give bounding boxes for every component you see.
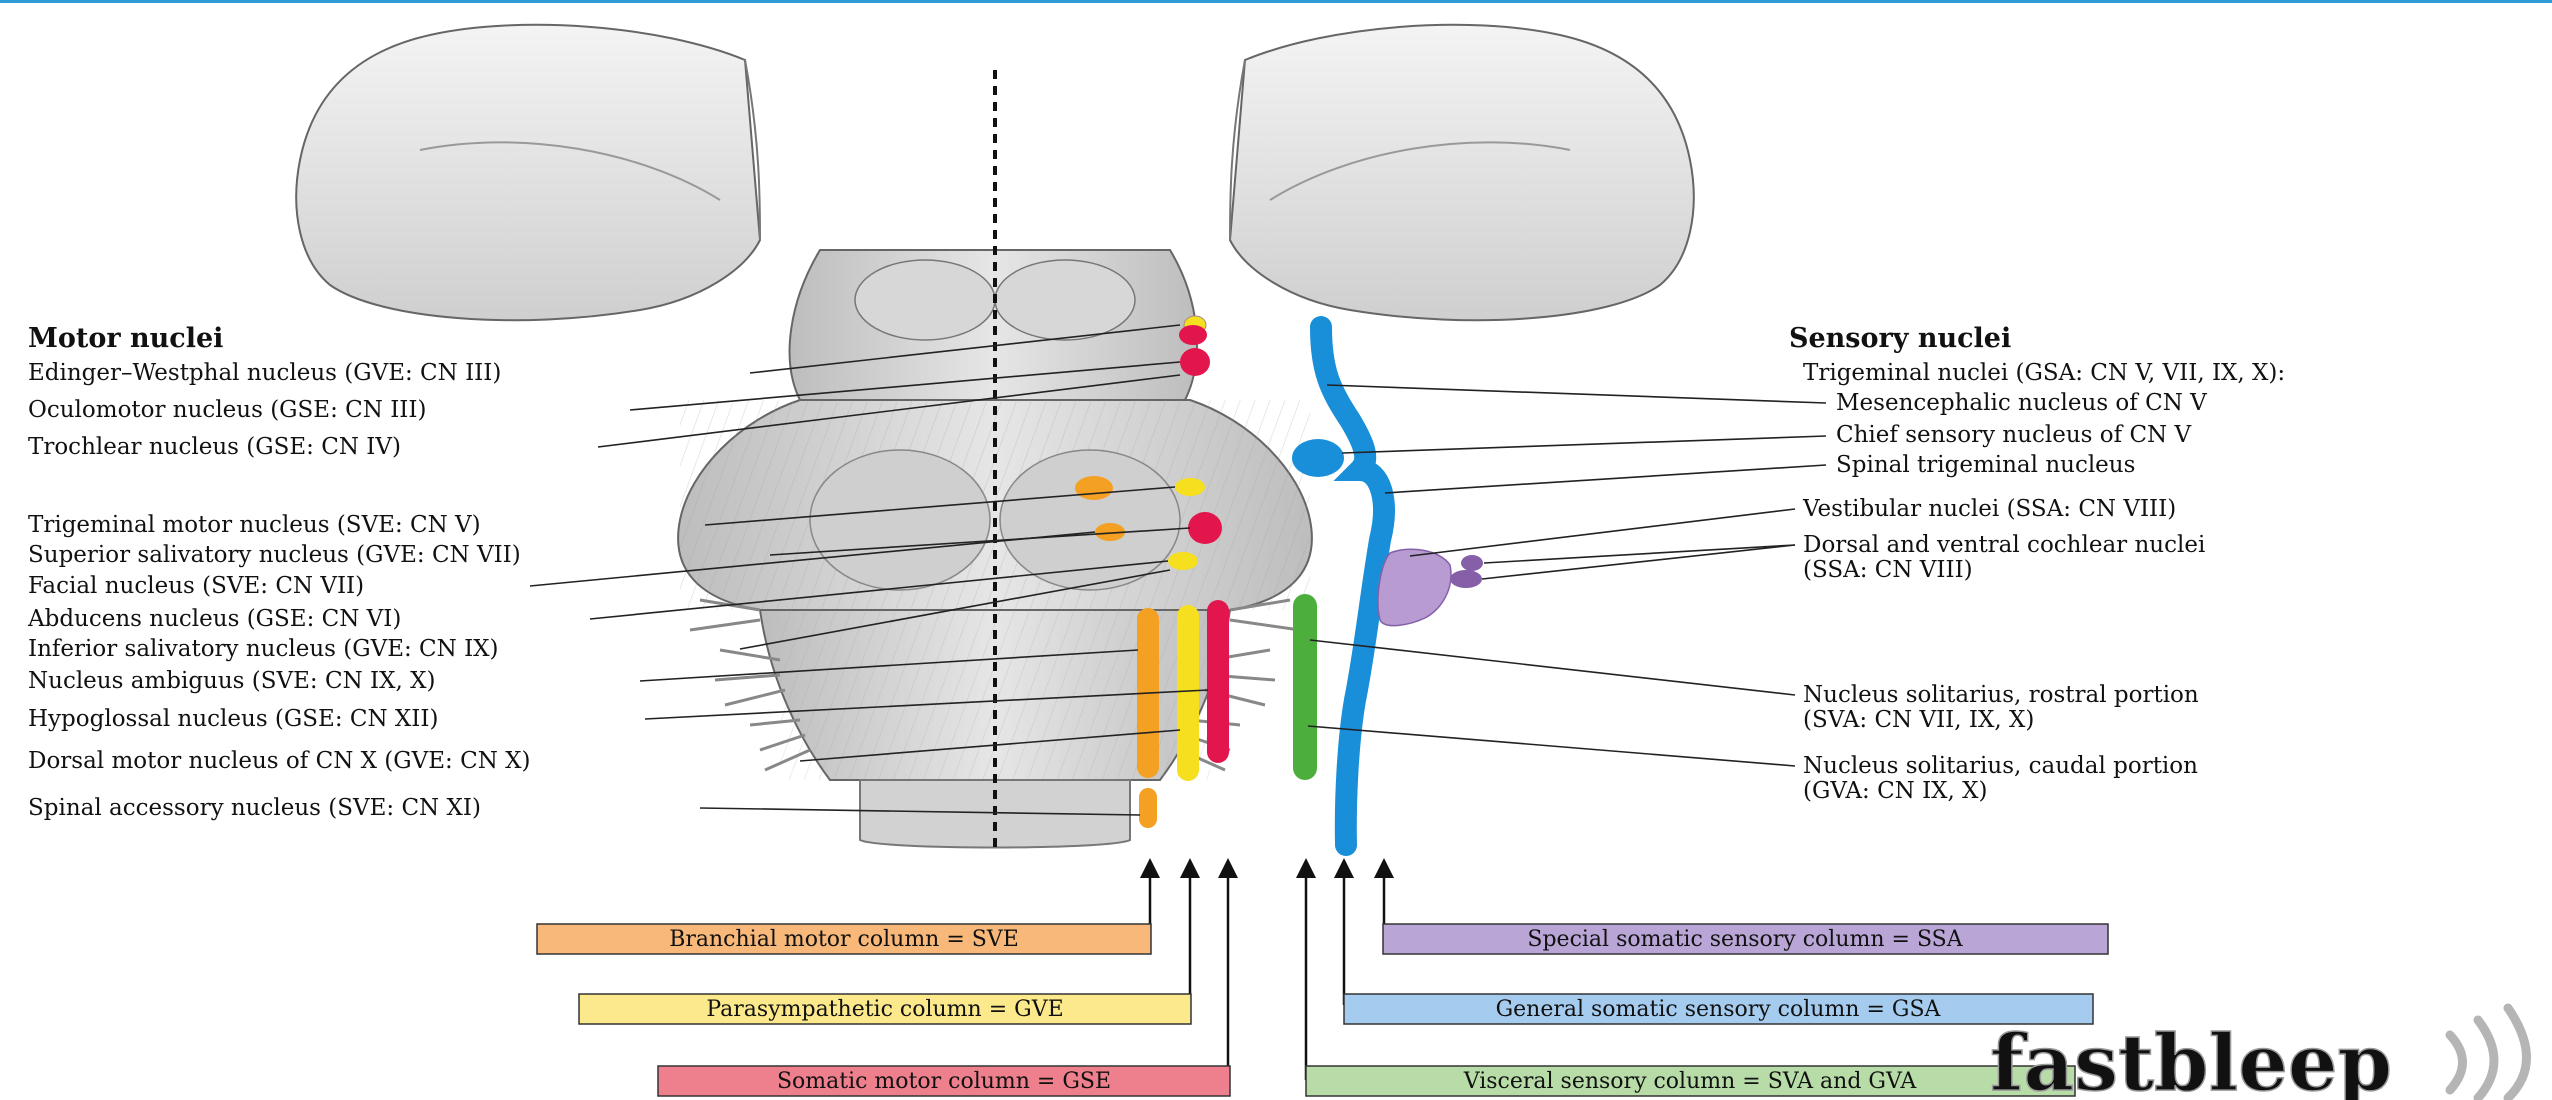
trigeminal-motor-nucleus-shape bbox=[1075, 476, 1113, 500]
chief-sensory-nucleus-shape bbox=[1292, 439, 1344, 477]
superior-salivatory-nucleus-shape bbox=[1175, 478, 1205, 496]
brainstem-illustration bbox=[296, 25, 1694, 850]
abducens-label: Abducens nucleus (GSE: CN VI) bbox=[27, 606, 401, 632]
vestibular-nuclei-shape bbox=[1378, 549, 1451, 625]
inferior-salivatory-label: Inferior salivatory nucleus (GVE: CN IX) bbox=[28, 636, 499, 662]
cochlear-nuclei-shape-ventral bbox=[1450, 570, 1482, 588]
dorsal-motor-label: Dorsal motor nucleus of CN X (GVE: CN X) bbox=[28, 748, 531, 774]
solitarius-rostral-label-cont: (SVA: CN VII, IX, X) bbox=[1803, 707, 2034, 733]
cochlear-nuclei-label: Dorsal and ventral cochlear nuclei bbox=[1803, 532, 2205, 558]
parasympathetic-box-label: Parasympathetic column = GVE bbox=[706, 997, 1063, 1022]
nucleus-ambiguus-label: Nucleus ambiguus (SVE: CN IX, X) bbox=[28, 668, 435, 694]
hypoglossal-nucleus-column bbox=[1207, 600, 1229, 763]
superior-salivatory-label: Superior salivatory nucleus (GVE: CN VII… bbox=[28, 542, 521, 568]
solitarius-rostral-label: Nucleus solitarius, rostral portion bbox=[1803, 682, 2199, 708]
dorsal-motor-nucleus-column bbox=[1177, 605, 1199, 781]
chief-sensory-nucleus-label: Chief sensory nucleus of CN V bbox=[1836, 422, 2191, 448]
oculomotor-nucleus-shape-upper bbox=[1179, 325, 1207, 345]
branchial-motor-box: Branchial motor column = SVE bbox=[537, 924, 1151, 954]
column-key-boxes: Branchial motor column = SVE Parasympath… bbox=[537, 924, 2108, 1096]
cochlear-nuclei-label-cont: (SSA: CN VIII) bbox=[1803, 557, 1973, 583]
oculomotor-nucleus-shape bbox=[1180, 348, 1210, 376]
visceral-sensory-box: Visceral sensory column = SVA and GVA bbox=[1306, 1066, 2075, 1096]
solitarius-caudal-label-cont: (GVA: CN IX, X) bbox=[1803, 778, 1988, 804]
spinal-accessory-nucleus-column bbox=[1139, 788, 1157, 828]
motor-nuclei-labels: Motor nuclei Edinger–Westphal nucleus (G… bbox=[27, 323, 531, 821]
right-hemisphere bbox=[1230, 25, 1694, 320]
special-somatic-sensory-box-label: Special somatic sensory column = SSA bbox=[1527, 927, 1963, 952]
sensory-nuclei-heading: Sensory nuclei bbox=[1789, 323, 2011, 354]
solitarius-caudal-label: Nucleus solitarius, caudal portion bbox=[1803, 753, 2198, 779]
abducens-nucleus-shape bbox=[1188, 512, 1222, 544]
visceral-sensory-column-shape bbox=[1293, 594, 1317, 780]
somatic-motor-box: Somatic motor column = GSE bbox=[658, 1066, 1230, 1096]
signal-waves-icon bbox=[2450, 1008, 2527, 1098]
branchial-motor-box-label: Branchial motor column = SVE bbox=[669, 927, 1019, 952]
fastbleep-watermark: fastbleep bbox=[1990, 1008, 2527, 1100]
edinger-westphal-label: Edinger–Westphal nucleus (GVE: CN III) bbox=[28, 360, 501, 386]
oculomotor-label: Oculomotor nucleus (GSE: CN III) bbox=[28, 397, 426, 423]
special-somatic-sensory-box: Special somatic sensory column = SSA bbox=[1383, 924, 2108, 954]
general-somatic-sensory-box-label: General somatic sensory column = GSA bbox=[1496, 997, 1942, 1022]
hypoglossal-label: Hypoglossal nucleus (GSE: CN XII) bbox=[28, 706, 438, 732]
trigeminal-nuclei-label: Trigeminal nuclei (GSA: CN V, VII, IX, X… bbox=[1803, 360, 2285, 386]
visceral-sensory-box-label: Visceral sensory column = SVA and GVA bbox=[1463, 1069, 1918, 1094]
sensory-nuclei-shapes bbox=[1292, 327, 1483, 845]
parasympathetic-box: Parasympathetic column = GVE bbox=[579, 994, 1191, 1024]
facial-nucleus-label: Facial nucleus (SVE: CN VII) bbox=[28, 573, 364, 599]
general-somatic-sensory-box: General somatic sensory column = GSA bbox=[1344, 994, 2093, 1024]
trigeminal-motor-label: Trigeminal motor nucleus (SVE: CN V) bbox=[28, 512, 481, 538]
inferior-salivatory-nucleus-shape bbox=[1168, 552, 1198, 570]
left-hemisphere bbox=[296, 25, 760, 320]
trigeminal-nuclei-shape bbox=[1321, 327, 1384, 845]
svg-text:fastbleep: fastbleep bbox=[1990, 1018, 2392, 1100]
column-arrows bbox=[1136, 868, 1398, 1080]
motor-nuclei-heading: Motor nuclei bbox=[28, 323, 223, 354]
spinal-accessory-label: Spinal accessory nucleus (SVE: CN XI) bbox=[28, 795, 481, 821]
somatic-motor-box-label: Somatic motor column = GSE bbox=[777, 1069, 1111, 1094]
vestibular-nuclei-label: Vestibular nuclei (SSA: CN VIII) bbox=[1802, 496, 2176, 522]
sensory-nuclei-labels: Sensory nuclei Trigeminal nuclei (GSA: C… bbox=[1789, 323, 2285, 804]
mesencephalic-nucleus-label: Mesencephalic nucleus of CN V bbox=[1836, 390, 2207, 416]
cochlear-nuclei-shape-dorsal bbox=[1461, 555, 1483, 571]
spinal-trigeminal-nucleus-label: Spinal trigeminal nucleus bbox=[1836, 452, 2135, 478]
trochlear-label: Trochlear nucleus (GSE: CN IV) bbox=[28, 434, 401, 460]
